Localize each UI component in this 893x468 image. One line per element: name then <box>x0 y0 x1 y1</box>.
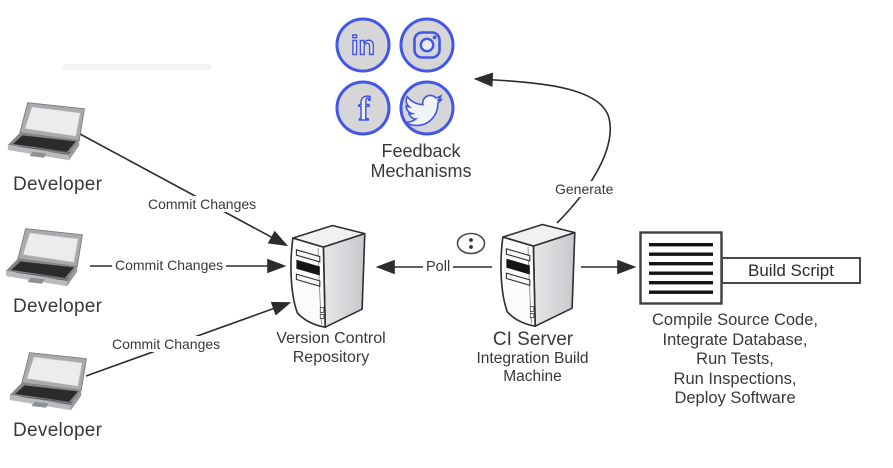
build-tasks-label: Compile Source Code, Integrate Database,… <box>652 311 818 407</box>
developer-laptop-1 <box>7 102 85 161</box>
developer-label-1: Developer <box>13 174 103 195</box>
poll-label: Poll <box>423 259 454 275</box>
scan-artifact <box>62 64 212 70</box>
ci-server-title: CI Server <box>492 329 574 350</box>
schedule-clock-icon <box>456 232 486 255</box>
version-control-repository-server <box>290 224 366 329</box>
generate-arrow <box>473 72 611 224</box>
commit-changes-label-1: Commit Changes <box>145 196 260 212</box>
commit-arrow-1 <box>79 133 289 247</box>
ci-server-machine <box>500 223 576 328</box>
commit-changes-label-2: Commit Changes <box>112 257 227 273</box>
version-control-repository-label: Version Control Repository <box>276 330 386 366</box>
generate-label: Generate <box>552 181 617 197</box>
build-script-document-icon <box>639 231 723 305</box>
svg-text:in: in <box>351 31 375 61</box>
facebook-icon: f <box>335 80 391 136</box>
build-script-label: Build Script <box>748 260 834 280</box>
linkedin-icon: in <box>335 17 391 73</box>
build-script-box: Build Script <box>721 257 861 284</box>
developer-label-3: Developer <box>13 420 103 441</box>
instagram-icon <box>399 17 455 73</box>
svg-text:f: f <box>358 91 370 128</box>
developer-laptop-3 <box>9 352 87 411</box>
ci-server-subtitle: Integration Build Machine <box>476 350 589 385</box>
commit-changes-label-3: Commit Changes <box>109 336 224 352</box>
twitter-icon <box>399 80 455 136</box>
feedback-mechanisms-label: Feedback Mechanisms <box>370 141 472 181</box>
developer-label-2: Developer <box>13 296 103 317</box>
developer-laptop-2 <box>5 228 83 287</box>
